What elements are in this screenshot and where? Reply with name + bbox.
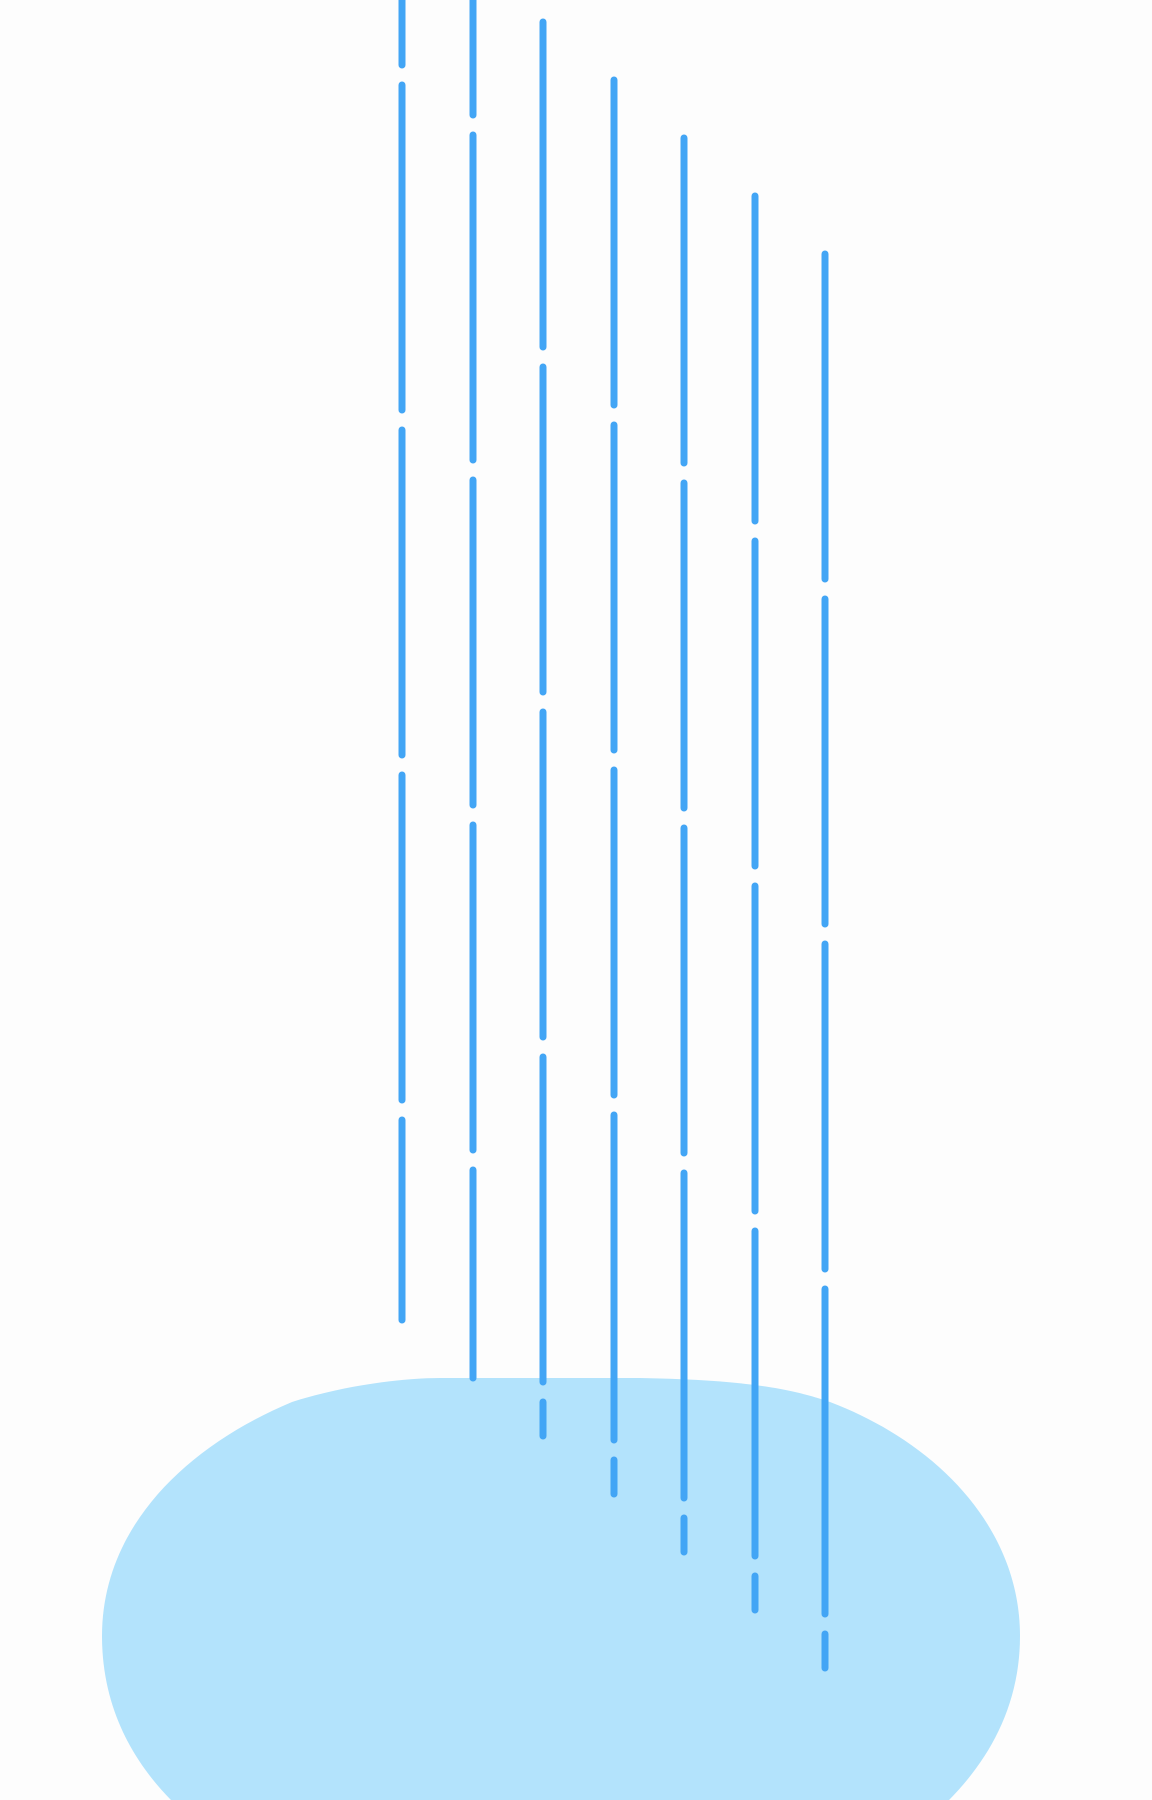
rain-streaks: [398, 0, 829, 1672]
puddle-icon: [102, 1378, 1020, 1800]
